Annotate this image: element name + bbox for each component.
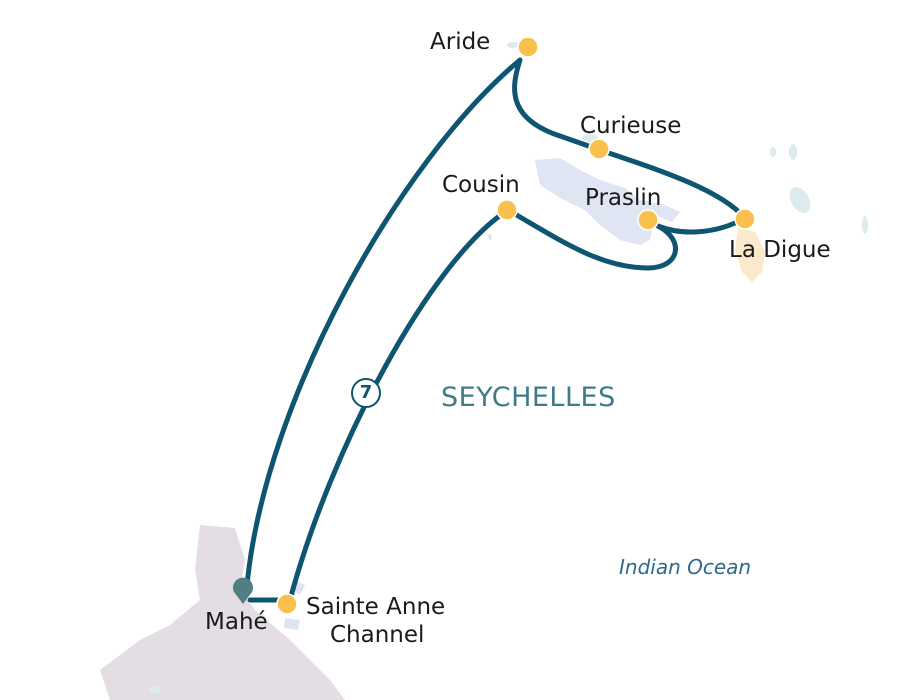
sainte-anne-islets: [284, 580, 305, 630]
mahe-island: [100, 525, 345, 700]
label-la-digue: La Digue: [729, 237, 831, 263]
stop-marker-la-digue: [734, 208, 756, 230]
stop-markers: [276, 36, 756, 615]
stop-marker-cousin: [496, 199, 518, 221]
ocean-label: Indian Ocean: [619, 555, 752, 579]
label-cousin: Cousin: [442, 172, 520, 198]
duration-badge: 7: [351, 378, 381, 408]
label-sainte-anne-line1: Sainte Anne: [306, 594, 446, 620]
stop-marker-aride: [517, 36, 539, 58]
region-label: SEYCHELLES: [441, 382, 616, 413]
cruise-route: [244, 57, 748, 603]
label-sainte-anne-line2: Channel: [330, 622, 425, 648]
la-digue-island: [735, 228, 765, 282]
start-pin-icon: [233, 577, 253, 604]
small-islets: [149, 42, 868, 694]
stop-marker-curieuse: [588, 138, 610, 160]
label-curieuse: Curieuse: [580, 113, 682, 139]
label-praslin: Praslin: [585, 185, 662, 211]
label-mahe: Mahé: [205, 609, 268, 635]
label-aride: Aride: [430, 29, 491, 55]
stop-marker-praslin: [637, 209, 659, 231]
stop-marker-sainte-anne: [276, 593, 298, 615]
